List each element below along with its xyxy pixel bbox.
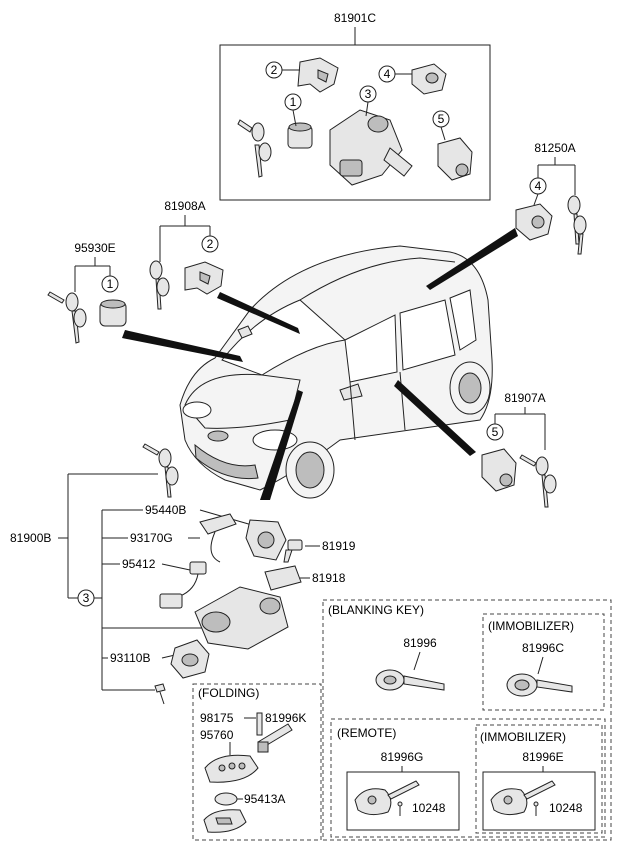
- arrow-pointer: [260, 390, 303, 500]
- group-blanking-key: (BLANKING KEY): [328, 603, 424, 617]
- tailgate-lock-icon: [481, 448, 517, 492]
- cylinder-set-81901c: 81901C: [219, 11, 491, 201]
- callout-3: 3: [83, 591, 90, 605]
- part-label-81996k: 81996K: [265, 711, 306, 725]
- remote-key-icon: [354, 780, 420, 816]
- callout-5: 5: [492, 425, 499, 439]
- part-label-81919: 81919: [322, 539, 356, 553]
- blank-key-icon: [375, 669, 445, 691]
- part-label-81901c: 81901C: [334, 11, 376, 25]
- door-lock-icon: [515, 203, 553, 241]
- tailgate-lock-icon: [437, 137, 473, 181]
- ignition-group-81900b: 81900B 3 95440B 93170G 95412 93110B 8191…: [10, 443, 356, 705]
- part-label-10248: 10248: [549, 801, 583, 815]
- vehicle-illustration: [179, 245, 493, 499]
- key-pair-icon: [519, 454, 557, 508]
- kit-box-81901c: [219, 44, 491, 201]
- door-lock-icon: [411, 63, 447, 95]
- folding-key-blade-icon: [257, 723, 293, 753]
- part-label-93110b: 93110B: [110, 651, 150, 665]
- pointer-arrows: [122, 228, 518, 500]
- part-label-81908a: 81908A: [164, 199, 205, 213]
- group-immobilizer: (IMMOBILIZER): [480, 730, 566, 744]
- lock-body-icon: [194, 586, 289, 650]
- arrow-pointer: [217, 292, 300, 334]
- key-pair-icon: [567, 195, 587, 255]
- key-pair-icon: [142, 443, 179, 498]
- part-label-81907a: 81907A: [504, 391, 545, 405]
- callout-4: 4: [535, 179, 542, 193]
- lock-set-95930e: 95930E 1: [47, 241, 127, 344]
- arrow-pointer: [394, 380, 476, 456]
- lock-cylinder-icon: [99, 299, 127, 327]
- part-label-98175: 98175: [200, 711, 234, 725]
- part-label-95760: 95760: [200, 728, 234, 742]
- door-lock-set-81250a: 81250A 4: [515, 141, 587, 255]
- part-label-95440b: 95440B: [145, 503, 186, 517]
- latch-icon: [297, 57, 339, 93]
- battery-icon: [214, 792, 238, 806]
- lock-cylinder-icon: [287, 122, 313, 149]
- screw-icon: [154, 683, 166, 705]
- key-reminder-switch-icon: [159, 561, 207, 609]
- ignition-switch-icon: [170, 639, 210, 679]
- part-label-95412: 95412: [122, 557, 156, 571]
- part-label-93170g: 93170G: [130, 531, 173, 545]
- callout-1: 1: [290, 95, 297, 109]
- remote-key-frame: [346, 771, 460, 831]
- key-pair-icon: [237, 119, 272, 178]
- remote-key-icon: [490, 780, 556, 816]
- part-label-81996g: 81996G: [381, 750, 424, 764]
- part-label-10248: 10248: [412, 801, 446, 815]
- immobilizer-coil-icon: [245, 519, 287, 561]
- part-label-81996c: 81996C: [522, 641, 564, 655]
- immobilizer-box: [482, 613, 605, 711]
- illumination-lamp-icon: [199, 513, 237, 563]
- pin-icon: [256, 712, 263, 736]
- part-label-81900b: 81900B: [10, 531, 51, 545]
- callout-4: 4: [384, 67, 391, 81]
- callout-3: 3: [365, 87, 372, 101]
- part-label-95930e: 95930E: [74, 241, 115, 255]
- bolt-icon: [283, 539, 303, 563]
- lock-set-81907a: 81907A 5: [481, 391, 557, 508]
- cover-icon: [264, 565, 302, 591]
- callout-5: 5: [438, 112, 445, 126]
- ignition-assembly-icon: [329, 109, 413, 186]
- lock-set-81908a: 81908A 2: [149, 199, 224, 310]
- folding-remote-icon: [204, 754, 259, 783]
- arrow-pointer: [122, 330, 243, 362]
- latch-icon: [184, 261, 224, 295]
- part-label-95413a: 95413A: [244, 792, 285, 806]
- immobilizer-key-icon: [506, 673, 573, 697]
- callout-1: 1: [107, 277, 114, 291]
- callout-2: 2: [207, 237, 214, 251]
- group-immobilizer: (IMMOBILIZER): [488, 619, 574, 633]
- arrow-pointer: [426, 228, 518, 290]
- part-label-81918: 81918: [312, 571, 346, 585]
- group-folding: (FOLDING): [198, 686, 259, 700]
- remote-box: [330, 718, 606, 838]
- key-pair-icon: [47, 291, 87, 344]
- key-pair-icon: [149, 260, 170, 310]
- group-remote: (REMOTE): [337, 726, 396, 740]
- remote-immobilizer-box: [475, 724, 603, 834]
- part-label-81996: 81996: [403, 636, 437, 650]
- folding-key-box: [192, 683, 322, 841]
- remote-immobilizer-key-frame: [482, 771, 596, 831]
- remote-case-icon: [203, 809, 247, 833]
- callout-2: 2: [271, 63, 278, 77]
- key-options-box: [322, 599, 612, 841]
- part-label-81996e: 81996E: [522, 750, 563, 764]
- part-label-81250a: 81250A: [534, 141, 575, 155]
